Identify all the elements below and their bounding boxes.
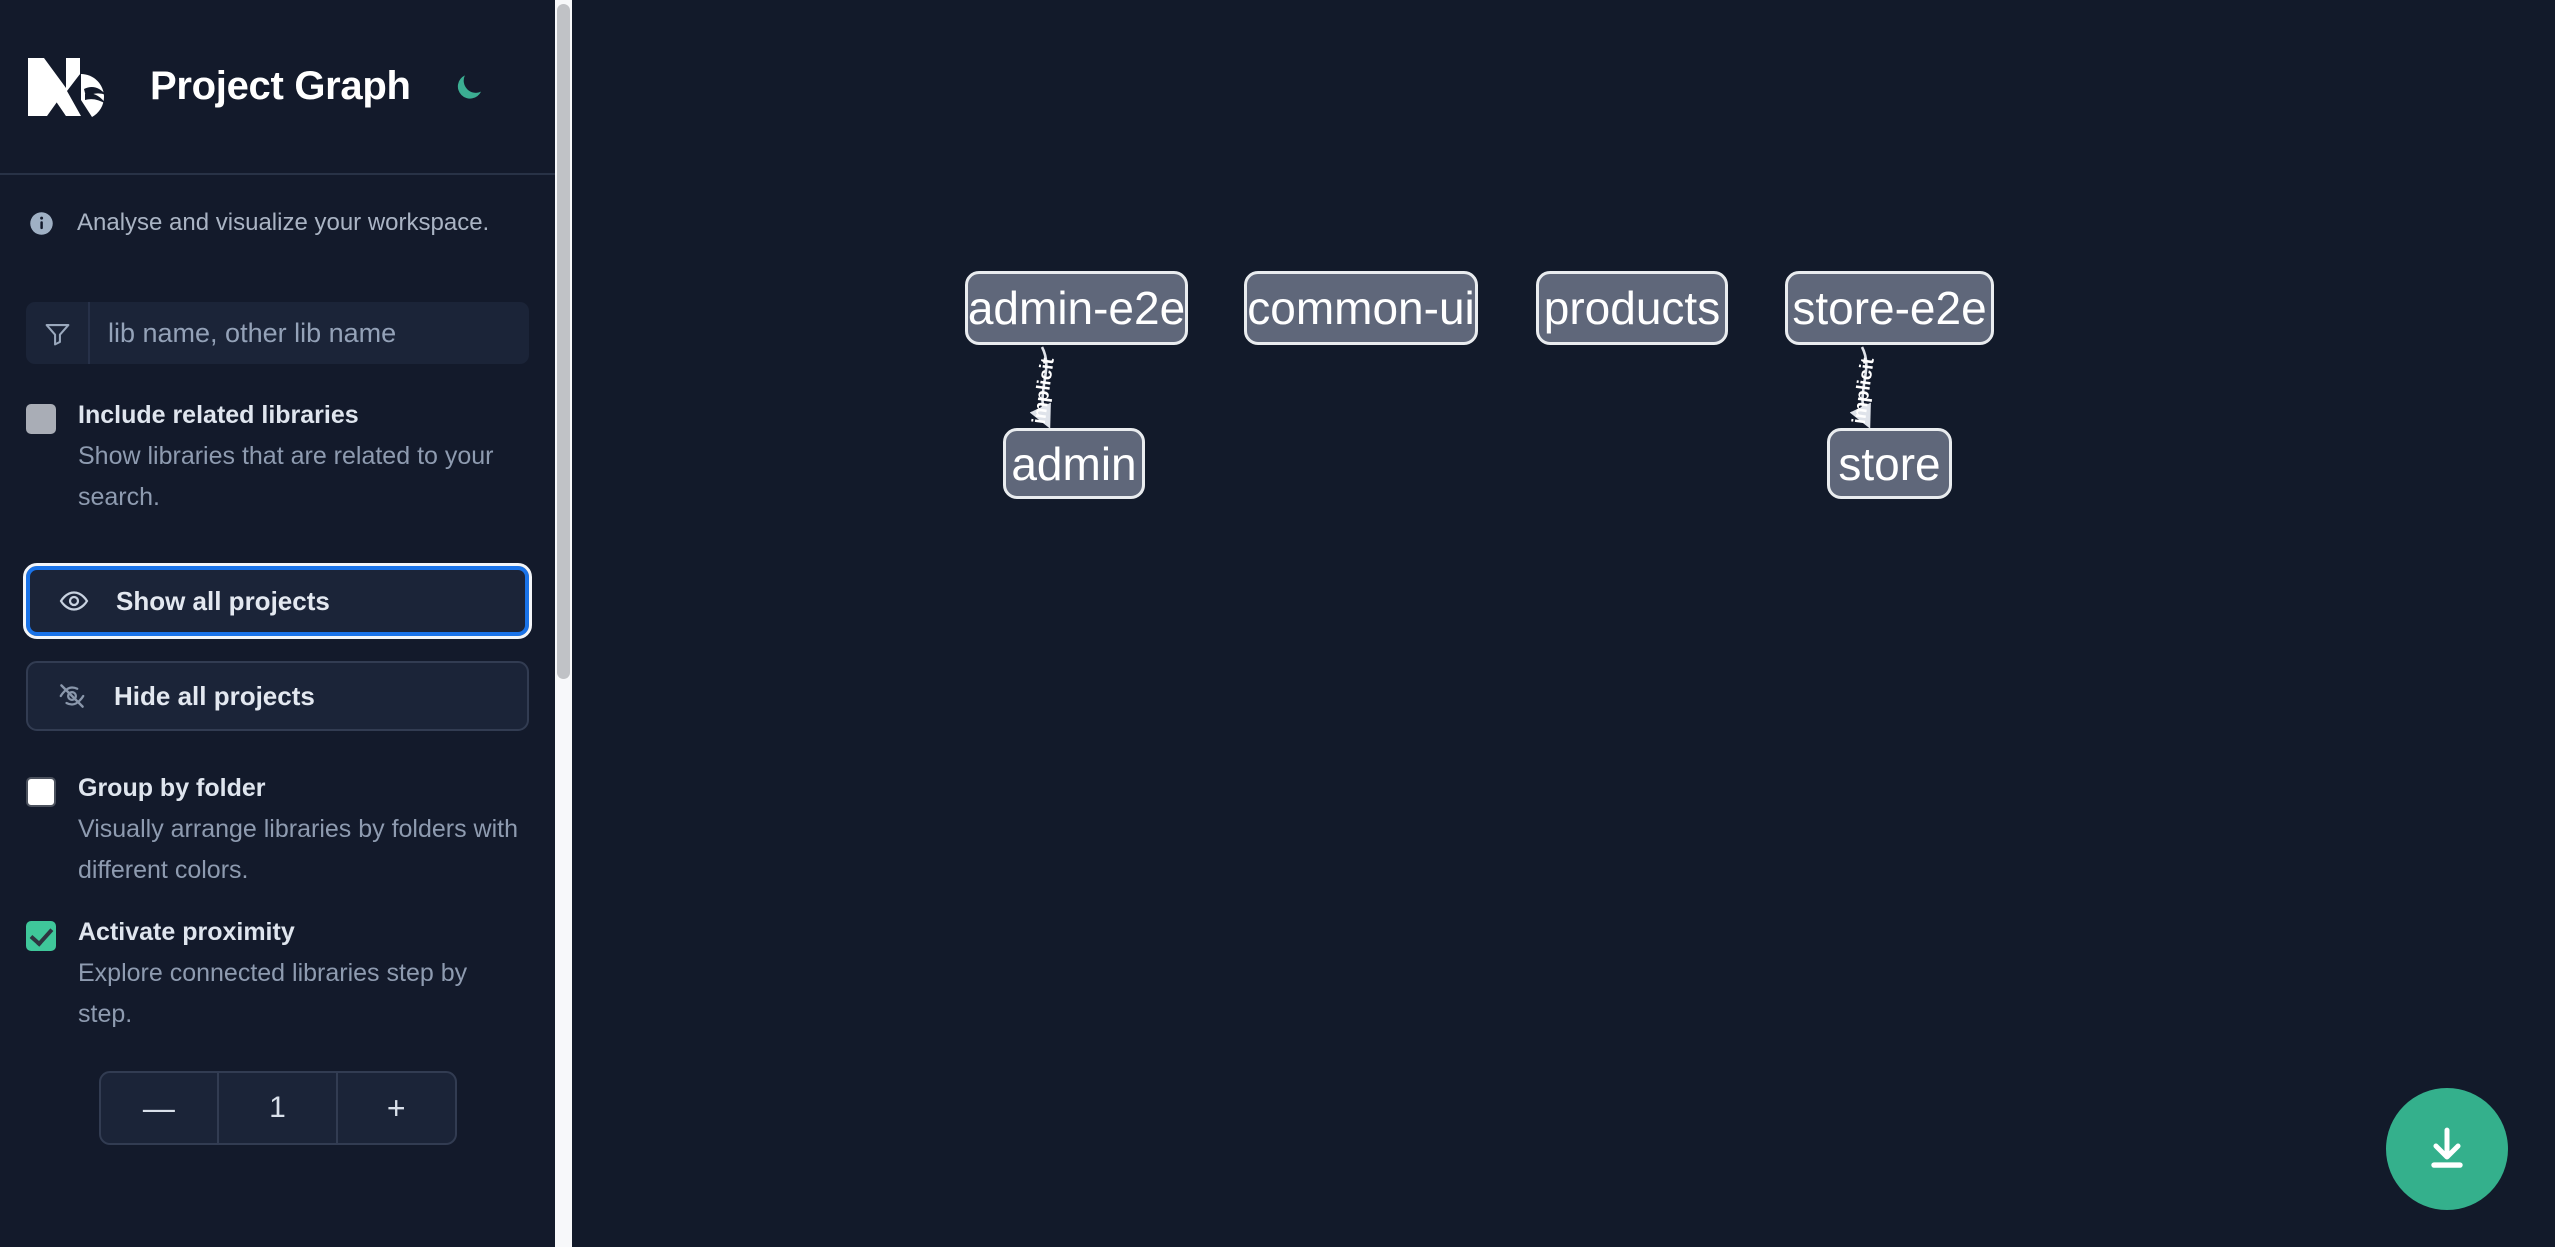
hide-all-projects-label: Hide all projects	[114, 680, 315, 711]
activate-proximity-checkbox[interactable]	[26, 921, 56, 951]
filter-funnel-icon	[26, 302, 90, 364]
include-related-libraries-label: Include related libraries	[78, 401, 359, 429]
show-all-projects-label: Show all projects	[116, 585, 330, 616]
sidebar-body: Analyse and visualize your workspace. In…	[0, 175, 555, 1145]
hide-all-projects-wrap: Hide all projects	[26, 661, 529, 731]
moon-icon[interactable]	[447, 65, 491, 109]
graph-node-store[interactable]: store	[1827, 428, 1952, 499]
graph-canvas[interactable]: implicit implicit admin-e2e common-ui pr…	[555, 0, 2555, 1247]
proximity-value: 1	[217, 1073, 336, 1143]
sidebar: Project Graph Analyse and visualize your…	[0, 0, 555, 1247]
hide-all-projects-button[interactable]: Hide all projects	[26, 661, 529, 731]
include-related-libraries-description: Show libraries that are related to your …	[78, 442, 494, 511]
option-group-by-folder: Group by folder Visually arrange librari…	[26, 773, 529, 891]
group-by-folder-label: Group by folder	[78, 774, 266, 802]
eye-off-icon	[52, 681, 92, 711]
edge-label-store-implicit: implicit	[1848, 356, 1879, 426]
include-related-libraries-checkbox[interactable]	[26, 404, 56, 434]
graph-edges	[1029, 346, 1871, 429]
download-image-button[interactable]	[2386, 1088, 2508, 1210]
graph-node-store-e2e[interactable]: store-e2e	[1785, 271, 1994, 345]
group-by-folder-checkbox[interactable]	[26, 777, 56, 807]
group-by-folder-description: Visually arrange libraries by folders wi…	[78, 815, 519, 884]
graph-node-admin-e2e[interactable]: admin-e2e	[965, 271, 1188, 345]
edge-label-admin-implicit: implicit	[1028, 356, 1059, 426]
activate-proximity-label: Activate proximity	[78, 918, 295, 946]
workspace-info: Analyse and visualize your workspace.	[26, 175, 529, 238]
show-all-projects-button[interactable]: Show all projects	[23, 563, 532, 639]
proximity-stepper: — 1 +	[98, 1071, 457, 1145]
activate-proximity-description: Explore connected libraries step by step…	[78, 959, 468, 1028]
workspace-info-text: Analyse and visualize your workspace.	[77, 209, 490, 236]
nx-logo-icon	[26, 56, 112, 118]
proximity-decrement-button[interactable]: —	[142, 1089, 175, 1126]
proximity-increment-button[interactable]: +	[335, 1073, 455, 1143]
show-all-projects-wrap: Show all projects	[23, 563, 532, 639]
option-activate-proximity: Activate proximity Explore connected lib…	[26, 917, 529, 1035]
graph-node-admin[interactable]: admin	[1003, 428, 1145, 499]
graph-node-common-ui[interactable]: common-ui	[1244, 271, 1478, 345]
option-include-related-libraries: Include related libraries Show libraries…	[26, 400, 529, 518]
eye-icon	[54, 586, 94, 616]
search-input[interactable]	[90, 302, 529, 364]
download-icon	[2431, 1127, 2463, 1168]
page-title: Project Graph	[150, 64, 411, 108]
sidebar-scrollbar-thumb[interactable]	[557, 4, 570, 679]
sidebar-header: Project Graph	[0, 0, 555, 175]
info-icon	[26, 208, 56, 238]
graph-node-products[interactable]: products	[1536, 271, 1728, 345]
filter-field[interactable]	[26, 302, 529, 364]
